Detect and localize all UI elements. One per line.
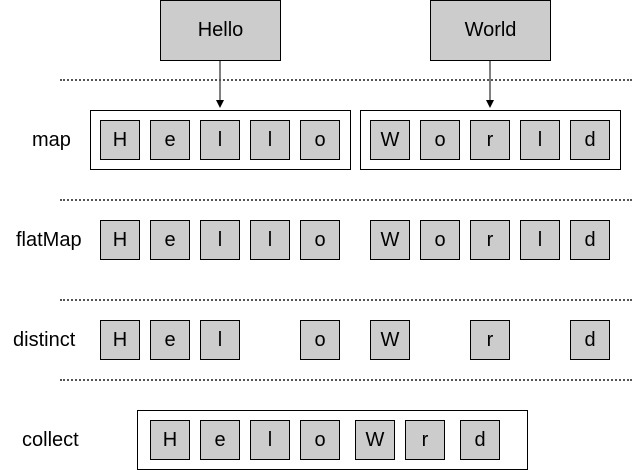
map-cell: e bbox=[150, 120, 190, 160]
flatmap-cell: o bbox=[420, 220, 460, 260]
flatmap-cell: d bbox=[570, 220, 610, 260]
map-cell: o bbox=[420, 120, 460, 160]
collect-cell: W bbox=[355, 420, 395, 460]
flatmap-cell: l bbox=[250, 220, 290, 260]
input-word-hello-label: Hello bbox=[197, 19, 244, 41]
collect-cell: l bbox=[250, 420, 290, 460]
map-cell: r bbox=[470, 120, 510, 160]
distinct-cell: W bbox=[370, 320, 410, 360]
distinct-cell: d bbox=[570, 320, 610, 360]
map-cell: W bbox=[370, 120, 410, 160]
row-label-flatmap: flatMap bbox=[16, 229, 82, 251]
map-cell: H bbox=[100, 120, 140, 160]
collect-cell: r bbox=[405, 420, 445, 460]
flatmap-cell: o bbox=[300, 220, 340, 260]
separator-3 bbox=[60, 299, 632, 301]
separator-1 bbox=[60, 79, 632, 81]
collect-cell: d bbox=[460, 420, 500, 460]
input-word-world: World bbox=[430, 0, 551, 61]
map-cell: l bbox=[250, 120, 290, 160]
separator-4 bbox=[60, 379, 632, 381]
row-label-collect: collect bbox=[22, 429, 79, 451]
distinct-cell: r bbox=[470, 320, 510, 360]
collect-cell: H bbox=[150, 420, 190, 460]
row-label-map: map bbox=[32, 129, 71, 151]
distinct-cell: e bbox=[150, 320, 190, 360]
distinct-cell: H bbox=[100, 320, 140, 360]
row-label-distinct: distinct bbox=[13, 329, 76, 351]
flatmap-cell: l bbox=[200, 220, 240, 260]
flatmap-cell: l bbox=[520, 220, 560, 260]
input-word-hello: Hello bbox=[160, 0, 281, 61]
separator-2 bbox=[60, 199, 632, 201]
map-cell: d bbox=[570, 120, 610, 160]
input-word-world-label: World bbox=[464, 19, 517, 41]
collect-cell: o bbox=[300, 420, 340, 460]
flatmap-cell: e bbox=[150, 220, 190, 260]
map-cell: o bbox=[300, 120, 340, 160]
map-cell: l bbox=[200, 120, 240, 160]
flatmap-cell: r bbox=[470, 220, 510, 260]
collect-cell: e bbox=[200, 420, 240, 460]
map-cell: l bbox=[520, 120, 560, 160]
flatmap-cell: W bbox=[370, 220, 410, 260]
distinct-cell: l bbox=[200, 320, 240, 360]
flatmap-cell: H bbox=[100, 220, 140, 260]
distinct-cell: o bbox=[300, 320, 340, 360]
